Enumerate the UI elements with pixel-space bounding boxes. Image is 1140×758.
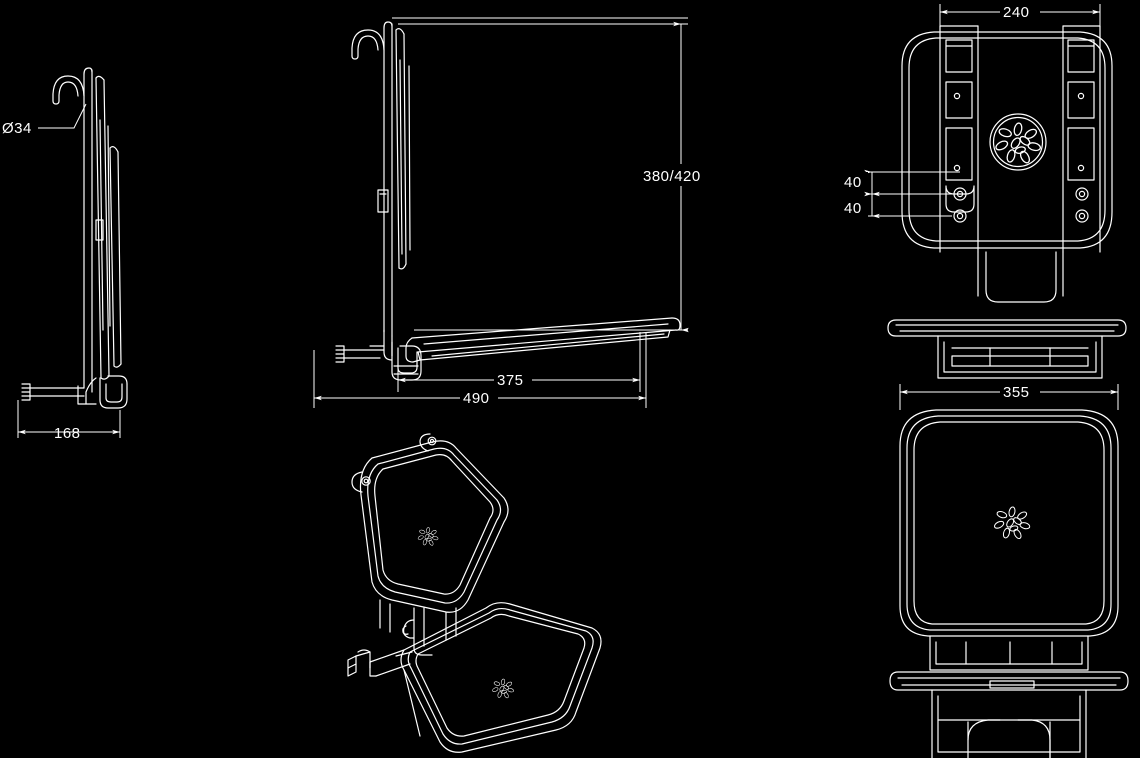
dimension-label-490: 490 [463,390,490,407]
dimension-label-bg-40b [842,198,868,217]
view-left-side-elevation-folded [21,67,128,409]
dimension-label-dia34: Ø34 [2,120,32,137]
view-right-plan-seat-pan [889,409,1129,758]
dimension-label-375: 375 [497,372,524,389]
view-right-front-elevation [887,25,1127,379]
view-center-side-elevation-lowered [335,21,681,381]
dimension-label-bg-380-420 [640,164,722,186]
dimension-168 [17,400,121,438]
dimension-label-bg-40a [842,172,868,191]
dimension-dia34 [38,103,87,129]
dimension-label-40b: 40 [844,200,862,217]
dimension-label-bg-375 [494,369,532,389]
dimension-label-240: 240 [1003,4,1030,21]
dimension-label-bg-240 [1000,1,1040,21]
dimension-label-40a: 40 [844,174,862,191]
dimension-label-bg-355 [1000,381,1040,401]
dimension-label-355: 355 [1003,384,1030,401]
dimension-40-group [864,169,960,219]
view-isometric-seat-deployed [347,433,602,753]
dimension-label-380-420: 380/420 [643,168,701,185]
dimension-label-bg-490 [460,387,498,407]
dimension-label-168: 168 [54,425,81,442]
